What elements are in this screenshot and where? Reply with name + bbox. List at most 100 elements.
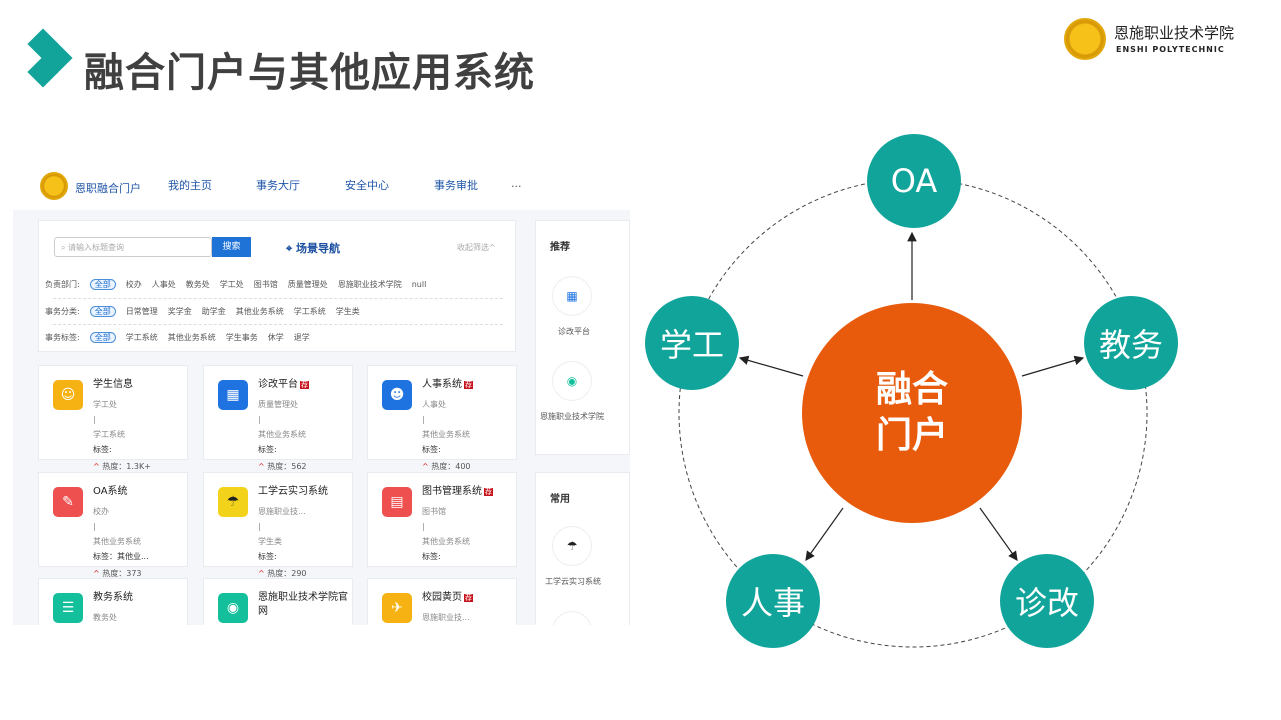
app-dept: 学工处 [93, 400, 117, 409]
filter-option[interactable]: 其他业务系统 [167, 333, 216, 342]
app-name: OA系统 [93, 485, 185, 499]
app-name: 学生信息 [93, 378, 185, 392]
app-card[interactable]: ☺ 学生信息 学工处 |学工系统 标签: ^ 热度：1.3K+ [38, 365, 188, 471]
filter-option[interactable]: 质量管理处 [287, 280, 328, 289]
search-button[interactable]: 搜索 [212, 237, 251, 257]
arrow-zhengai [979, 507, 1018, 561]
filter-option[interactable]: 学生事务 [225, 333, 258, 342]
filter-option[interactable]: 图书馆 [253, 280, 278, 289]
collapse-filter-link[interactable]: 收起筛选^ [457, 243, 496, 252]
recommend-title: 推荐 [550, 242, 570, 253]
filter-option[interactable]: 全部 [89, 332, 116, 343]
heat-icon: ^ [258, 569, 268, 578]
heat-value: 热度：290 [267, 569, 307, 578]
node-jiaowu: 教务 [1084, 296, 1178, 390]
gongxueyun-icon[interactable]: ☂ [552, 526, 592, 566]
student-icon: ☺ [53, 380, 83, 410]
separator: | [258, 415, 261, 424]
app-dept: 校办 [93, 507, 109, 516]
filter-row-category: 事务分类:全部日常管理奖学金助学金其他业务系统学工系统学生类 [45, 306, 370, 317]
app-card[interactable]: ◉ 恩施职业技术学院官网 [203, 578, 353, 625]
filter-option[interactable]: null [411, 280, 427, 289]
filter-label: 事务标签: [45, 333, 80, 342]
app-dept: 恩施职业技... [258, 507, 306, 516]
filter-option[interactable]: 奖学金 [167, 307, 192, 316]
app-card[interactable]: ✈ 校园黄页荐 恩施职业技... [367, 578, 517, 625]
app-heat: ^ 热度：1.3K+ [93, 462, 151, 472]
app-card[interactable]: ▦ 诊改平台荐 质量管理处 |其他业务系统 标签: ^ 热度：562 [203, 365, 353, 471]
library-icon: ▤ [382, 487, 412, 517]
app-category: 其他业务系统 [422, 537, 470, 546]
app-name-text: 校园黄页 [422, 592, 462, 603]
nav-security[interactable]: 安全中心 [345, 179, 389, 192]
app-heat: ^ 热度：290 [258, 569, 307, 579]
app-category: 学生类 [258, 537, 282, 546]
arrow-renshi [805, 507, 844, 561]
school-logo: 恩施职业技术学院 ENSHI POLYTECHNIC [1064, 16, 1234, 62]
filter-option[interactable]: 日常管理 [125, 307, 158, 316]
app-dept: 质量管理处 [258, 400, 298, 409]
portal-screenshot: 恩职融合门户 我的主页 事务大厅 安全中心 事务审批 ... ⌕ 请输入标题查询… [13, 160, 630, 625]
separator: | [422, 522, 425, 531]
app-card[interactable]: ☂ 工学云实习系统 恩施职业技... |学生类 标签: ^ 热度：290 [203, 472, 353, 578]
app-category: 其他业务系统 [258, 430, 306, 439]
app-name-text: 诊改平台 [258, 379, 298, 390]
school-name-cn: 恩施职业技术学院 [1114, 24, 1235, 42]
app-name: 诊改平台荐 [258, 378, 350, 392]
filter-option[interactable]: 校办 [125, 280, 142, 289]
heat-value: 热度：373 [102, 569, 142, 578]
search-input[interactable]: ⌕ 请输入标题查询 [54, 237, 212, 257]
filter-option[interactable]: 教务处 [185, 280, 210, 289]
node-oa: OA [867, 134, 961, 228]
app-name-text: 人事系统 [422, 379, 462, 390]
recommend-badge: 荐 [464, 381, 473, 389]
yellowpage-icon: ✈ [382, 593, 412, 623]
filter-option[interactable]: 休学 [267, 333, 284, 342]
filter-option[interactable]: 退学 [293, 333, 310, 342]
heat-value: 热度：1.3K+ [102, 462, 151, 471]
node-zhengai: 诊改 [1000, 554, 1094, 648]
heat-icon: ^ [93, 462, 103, 471]
app-name-text: 教务系统 [93, 592, 133, 603]
app-heat: ^ 热度：562 [258, 462, 307, 472]
recommend-badge: 荐 [300, 381, 309, 389]
app-tags: 标签: [258, 552, 277, 561]
app-category: 学工系统 [93, 430, 125, 439]
filter-option[interactable]: 学工系统 [125, 333, 158, 342]
www-icon: ◉ [218, 593, 248, 623]
arrow-xuegong [738, 355, 804, 377]
filter-option[interactable]: 人事处 [151, 280, 176, 289]
filter-option[interactable]: 助学金 [201, 307, 226, 316]
app-tags: 标签: [258, 445, 277, 454]
recommend-item-label[interactable]: 诊改平台 [558, 327, 590, 336]
platform-icon[interactable]: ▦ [552, 276, 592, 316]
filter-option[interactable]: 全部 [89, 306, 116, 317]
nav-service-hall[interactable]: 事务大厅 [256, 179, 300, 192]
nav-approval[interactable]: 事务审批 [434, 179, 478, 192]
nav-home[interactable]: 我的主页 [168, 179, 212, 192]
filter-option[interactable]: 恩施职业技术学院 [337, 280, 402, 289]
recommend-badge: 荐 [464, 594, 473, 602]
app-name-text: 图书管理系统 [422, 486, 482, 497]
node-xuegong: 学工 [645, 296, 739, 390]
filter-option[interactable]: 学工系统 [293, 307, 326, 316]
divider [53, 298, 503, 299]
filter-option[interactable]: 全部 [89, 279, 116, 290]
divider [53, 324, 503, 325]
app-card[interactable]: ☰ 教务系统 教务处 [38, 578, 188, 625]
recommend-item-label[interactable]: 恩施职业技术学院 [540, 412, 604, 421]
nav-more[interactable]: ... [511, 177, 522, 190]
app-card[interactable]: ☻ 人事系统荐 人事处 |其他业务系统 标签: ^ 热度：400 [367, 365, 517, 471]
filter-option[interactable]: 学生类 [335, 307, 360, 316]
scene-nav[interactable]: ⌖ 场景导航 [286, 240, 340, 256]
common-item-label[interactable]: 工学云实习系统 [545, 577, 601, 586]
app-card[interactable]: ▤ 图书管理系统荐 图书馆 |其他业务系统 标签: [367, 472, 517, 567]
www-icon[interactable]: ◉ [552, 361, 592, 401]
filter-option[interactable]: 学工处 [219, 280, 244, 289]
app-dept: 教务处 [93, 613, 117, 622]
filter-row-tag: 事务标签: 全部学工系统其他业务系统学生事务休学退学 [45, 332, 320, 343]
app-name: 恩施职业技术学院官网 [258, 591, 350, 619]
separator: | [93, 522, 96, 531]
filter-option[interactable]: 其他业务系统 [235, 307, 284, 316]
app-card[interactable]: ✎ OA系统 校办 |其他业务系统 标签：其他业... ^ 热度：373 [38, 472, 188, 578]
